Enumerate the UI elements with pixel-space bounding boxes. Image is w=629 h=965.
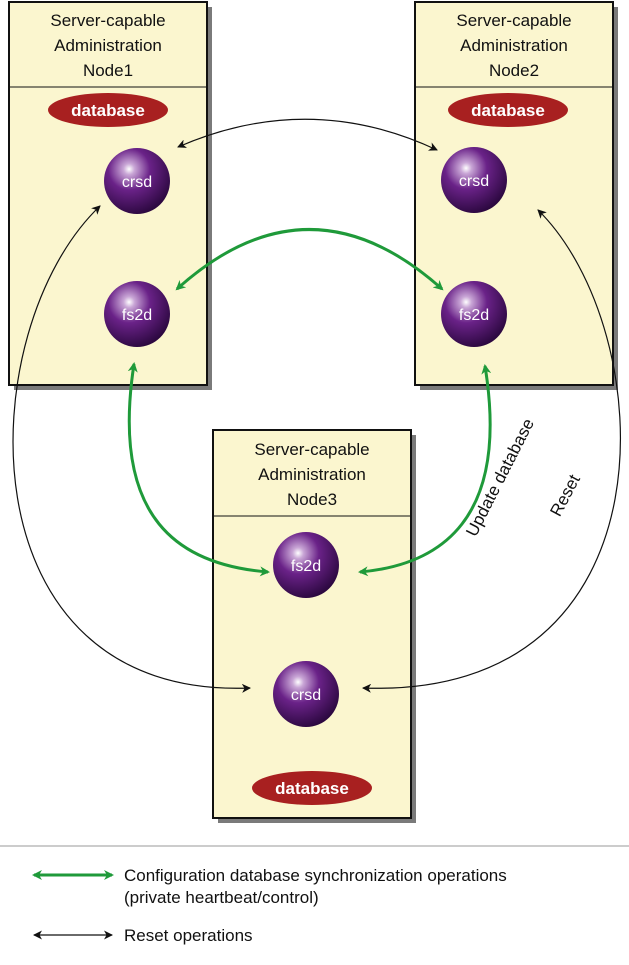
- node3-fs2d-label: fs2d: [291, 558, 321, 575]
- node3-box: Server-capable Administration Node3 fs2d…: [212, 429, 416, 823]
- node2-database-label: database: [471, 101, 545, 120]
- node2-box: Server-capable Administration Node2 data…: [414, 1, 618, 390]
- node1-title-line2: Administration: [54, 36, 162, 55]
- sync-arrow-node1-node2-fs2d: [175, 228, 444, 291]
- legend-sync-line1: Configuration database synchronization o…: [124, 866, 507, 885]
- reset-arrow-node2-node3-crsd: [362, 209, 621, 693]
- node2-crsd-sphere: crsd: [441, 147, 507, 213]
- node1-database-badge: database: [48, 93, 168, 127]
- node3-crsd-sphere: crsd: [273, 661, 339, 727]
- node2-database-badge: database: [448, 93, 568, 127]
- node2-title-line2: Administration: [460, 36, 568, 55]
- node1-crsd-label: crsd: [122, 174, 152, 191]
- legend-reset-label: Reset operations: [124, 926, 253, 945]
- node1-box: Server-capable Administration Node1 data…: [8, 1, 212, 390]
- node3-crsd-label: crsd: [291, 687, 321, 704]
- node2-crsd-label: crsd: [459, 173, 489, 190]
- node2-fs2d-label: fs2d: [459, 307, 489, 324]
- node3-title-line1: Server-capable: [254, 440, 369, 459]
- node2-fs2d-sphere: fs2d: [441, 281, 507, 347]
- legend-sync-line2: (private heartbeat/control): [124, 888, 319, 907]
- node1-crsd-sphere: crsd: [104, 148, 170, 214]
- sync-arrow-node1-node3-fs2d: [127, 362, 270, 577]
- reset-arrow-node1-node3-crsd: [12, 205, 251, 693]
- node3-title-line2: Administration: [258, 465, 366, 484]
- node1-fs2d-sphere: fs2d: [104, 281, 170, 347]
- reset-label: Reset: [546, 471, 584, 519]
- node3-database-label: database: [275, 779, 349, 798]
- update-database-label: Update database: [462, 415, 538, 539]
- node1-title-line1: Server-capable: [50, 11, 165, 30]
- sync-arrow-node2-node3-fs2d: [358, 364, 492, 577]
- node1-fs2d-label: fs2d: [122, 307, 152, 324]
- node3-title-line3: Node3: [287, 490, 337, 509]
- node1-database-label: database: [71, 101, 145, 120]
- node2-title-line1: Server-capable: [456, 11, 571, 30]
- legend: Configuration database synchronization o…: [0, 845, 629, 965]
- node1-title-line3: Node1: [83, 61, 133, 80]
- node3-database-badge: database: [252, 771, 372, 805]
- reset-arrow-node1-node2-crsd: [177, 118, 438, 151]
- node2-title-line3: Node2: [489, 61, 539, 80]
- node3-fs2d-sphere: fs2d: [273, 532, 339, 598]
